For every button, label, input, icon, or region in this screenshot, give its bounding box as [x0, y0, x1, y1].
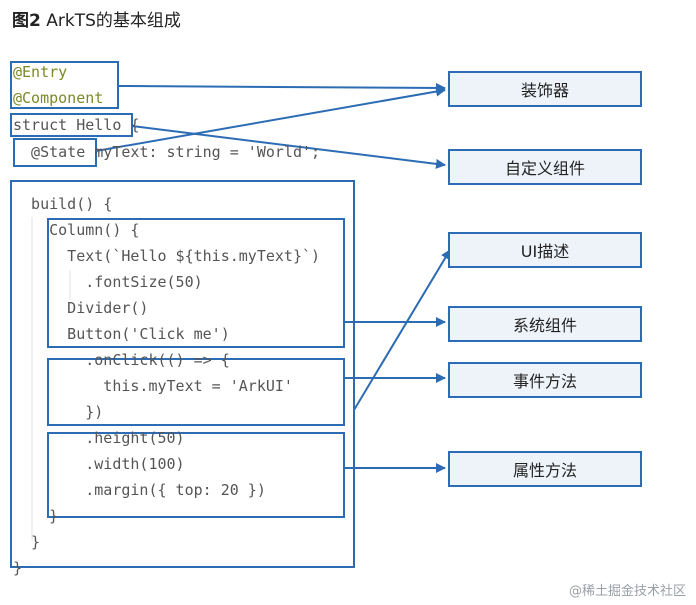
struct-box [10, 113, 133, 137]
code-line-close-column: } [13, 507, 59, 525]
arrow-decorator-1 [117, 82, 446, 93]
arrow-ui-description [353, 249, 451, 411]
label-ui-description: UI描述 [448, 232, 642, 268]
code-line-close-build: } [13, 533, 41, 551]
arrow-custom-component [131, 125, 446, 169]
code-line-width: .width(100) [13, 455, 185, 473]
code-build-body: build() { Column() { Text(`Hello ${this.… [13, 191, 320, 581]
code-line-divider: Divider() [13, 299, 149, 317]
system-component-box [47, 218, 345, 348]
figure-title: 图2 ArkTS的基本组成 [12, 6, 181, 31]
label-system-component: 系统组件 [448, 306, 642, 342]
label-attribute-method: 属性方法 [448, 451, 642, 487]
figure-caption: ArkTS的基本组成 [46, 11, 181, 31]
code-line-close-onclick: }) [13, 403, 104, 421]
code-line-build: build() { [13, 195, 113, 213]
code-decorators: @Entry @Component [13, 59, 103, 111]
label-decorator: 装饰器 [448, 71, 642, 107]
code-line-close-struct: } [13, 559, 23, 577]
decorator-box [10, 61, 119, 109]
build-box [10, 180, 355, 568]
state-text: @State myText: string = 'World'; [13, 143, 321, 161]
code-line-margin: .margin({ top: 20 }) [13, 481, 266, 499]
arrow-decorator-2 [95, 86, 446, 152]
code-line-fontsize: .fontSize(50) [13, 273, 203, 291]
state-box [13, 138, 97, 167]
figure-label: 图2 [12, 11, 41, 31]
label-event-method: 事件方法 [448, 362, 642, 398]
struct-text: struct Hello { [13, 116, 140, 134]
event-method-box [47, 358, 345, 426]
code-line-entry: @Entry [13, 63, 68, 81]
code-line-text: Text(`Hello ${this.myText}`) [13, 247, 321, 265]
code-line-column: Column() { [13, 221, 140, 239]
code-line-button: Button('Click me') [13, 325, 230, 343]
code-line-struct: struct Hello { [13, 112, 139, 138]
attribute-method-box [47, 432, 345, 518]
code-line-state: @State myText: string = 'World'; [13, 139, 320, 165]
label-custom-component: 自定义组件 [448, 149, 642, 185]
code-line-height: .height(50) [13, 429, 185, 447]
code-line-component: @Component [13, 89, 104, 107]
code-line-assign: this.myText = 'ArkUI' [13, 377, 293, 395]
watermark: @稀土掘金技术社区 [568, 584, 686, 599]
code-line-onclick: .onClick(() => { [13, 351, 230, 369]
